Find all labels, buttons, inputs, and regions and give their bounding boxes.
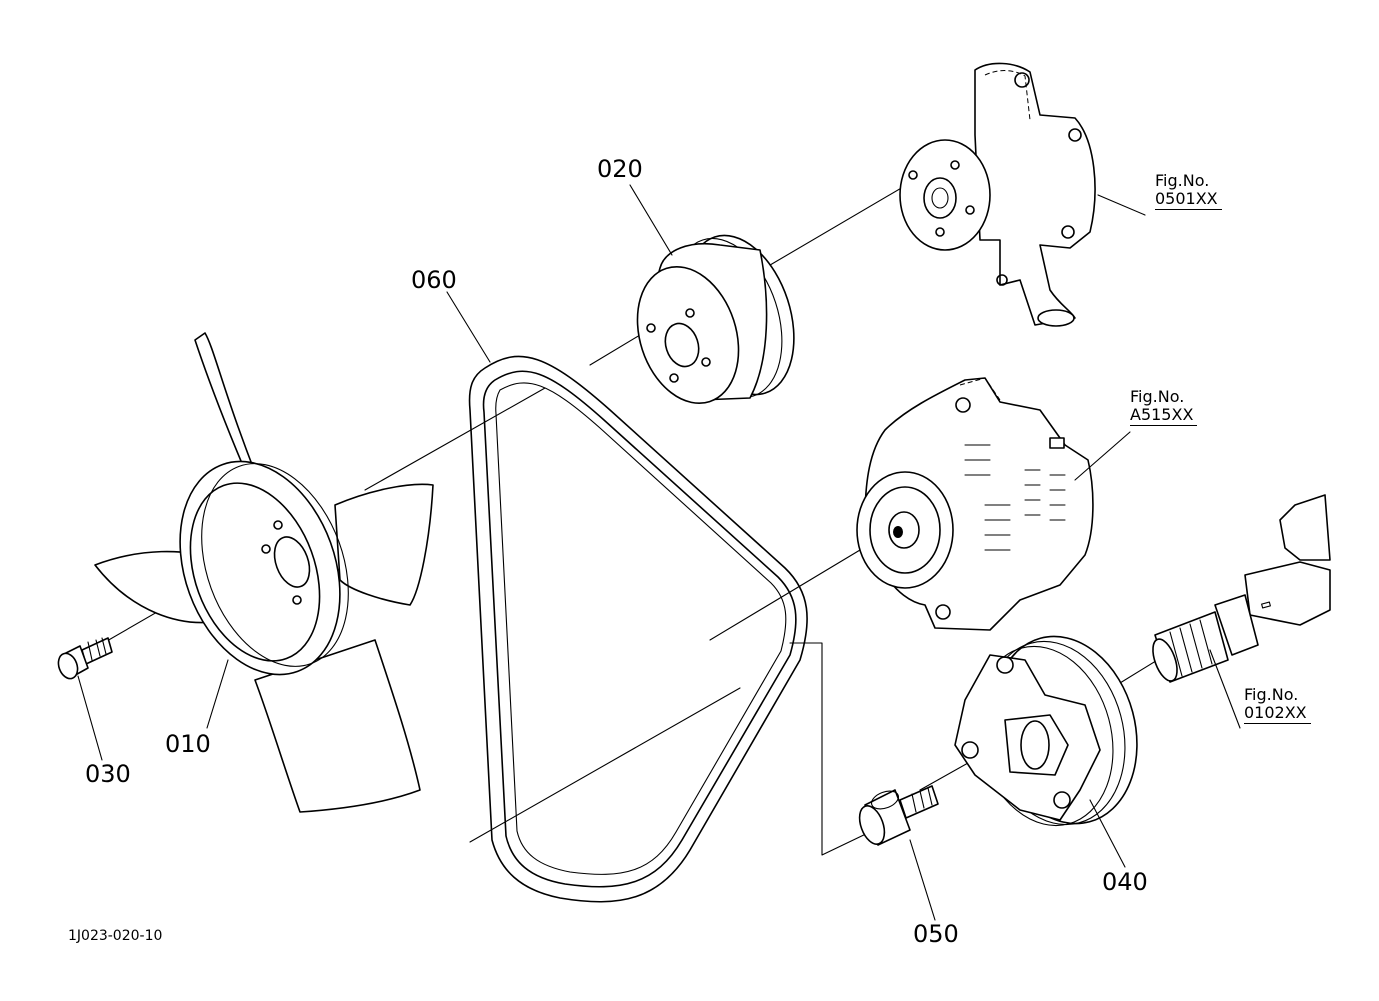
leader-lines <box>77 184 1241 921</box>
fig-ref-water-pump[interactable]: Fig.No. 0501XX <box>1155 171 1222 210</box>
bolt-icon <box>57 637 113 680</box>
fan-pulley-icon <box>636 234 795 405</box>
drawing-number: 1J023-020-10 <box>68 928 163 944</box>
fig-ref-code: 0102XX <box>1244 704 1311 724</box>
part-label-050[interactable]: 050 <box>913 920 959 948</box>
v-belt-icon <box>468 355 808 903</box>
part-label-040[interactable]: 040 <box>1102 868 1148 896</box>
fig-ref-crankshaft[interactable]: Fig.No. 0102XX <box>1244 685 1311 724</box>
crankshaft-icon <box>1152 494 1331 683</box>
alternator-icon <box>856 377 1094 631</box>
part-label-020[interactable]: 020 <box>597 155 643 183</box>
part-label-010[interactable]: 010 <box>165 730 211 758</box>
bolt-icon <box>858 785 939 846</box>
part-label-030[interactable]: 030 <box>85 760 131 788</box>
fig-ref-alternator[interactable]: Fig.No. A515XX <box>1130 387 1198 426</box>
crank-pulley-icon <box>954 635 1138 827</box>
fig-ref-prefix: Fig.No. <box>1130 387 1185 406</box>
part-label-060[interactable]: 060 <box>411 266 457 294</box>
fan-icon <box>94 332 434 813</box>
fig-ref-code: A515XX <box>1130 406 1198 426</box>
fig-ref-prefix: Fig.No. <box>1244 685 1299 704</box>
fig-ref-code: 0501XX <box>1155 190 1222 210</box>
water-pump-icon <box>899 62 1096 327</box>
fig-ref-prefix: Fig.No. <box>1155 171 1210 190</box>
